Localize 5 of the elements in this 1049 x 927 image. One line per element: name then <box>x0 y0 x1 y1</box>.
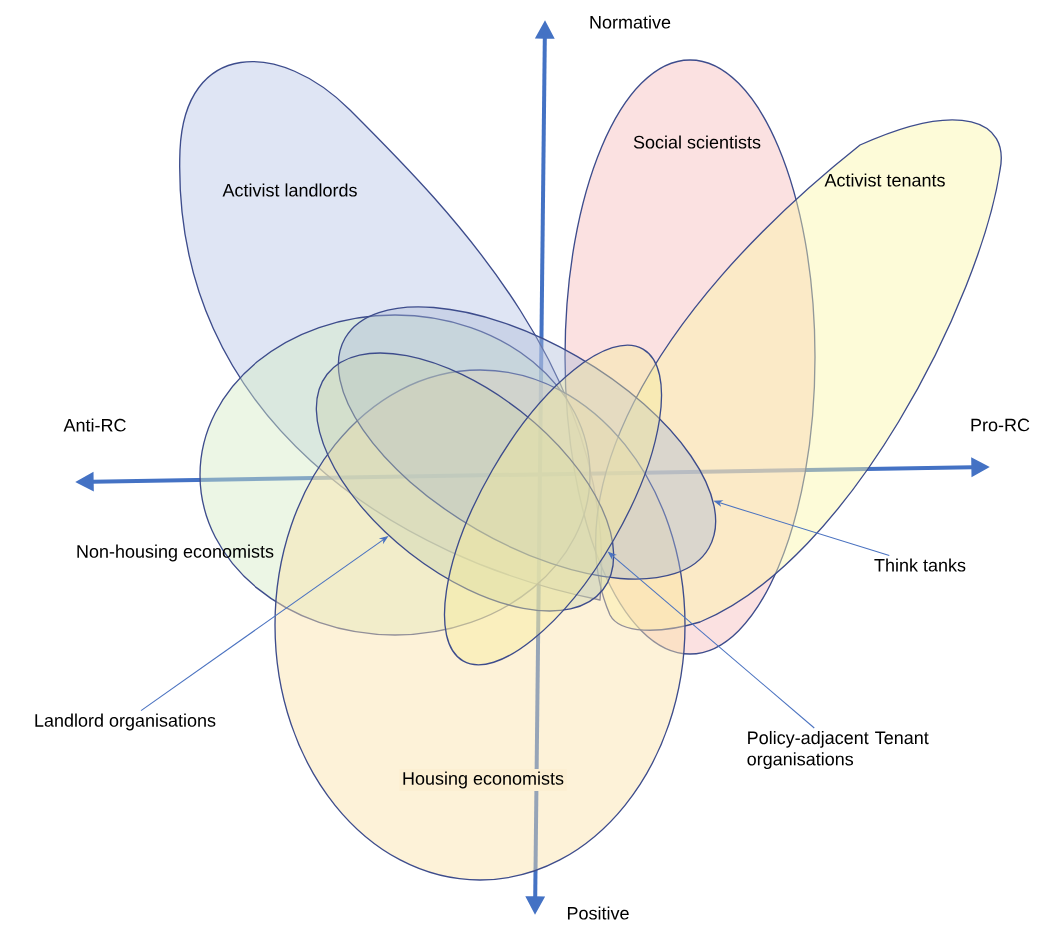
axis-label: Normative <box>586 12 674 32</box>
label-text: Policy-adjacent Tenant organisations <box>747 730 929 770</box>
label-text: Think tanks <box>874 558 966 572</box>
axis-label: Positive <box>563 903 633 923</box>
label-text: Landlord organisations <box>35 713 216 731</box>
